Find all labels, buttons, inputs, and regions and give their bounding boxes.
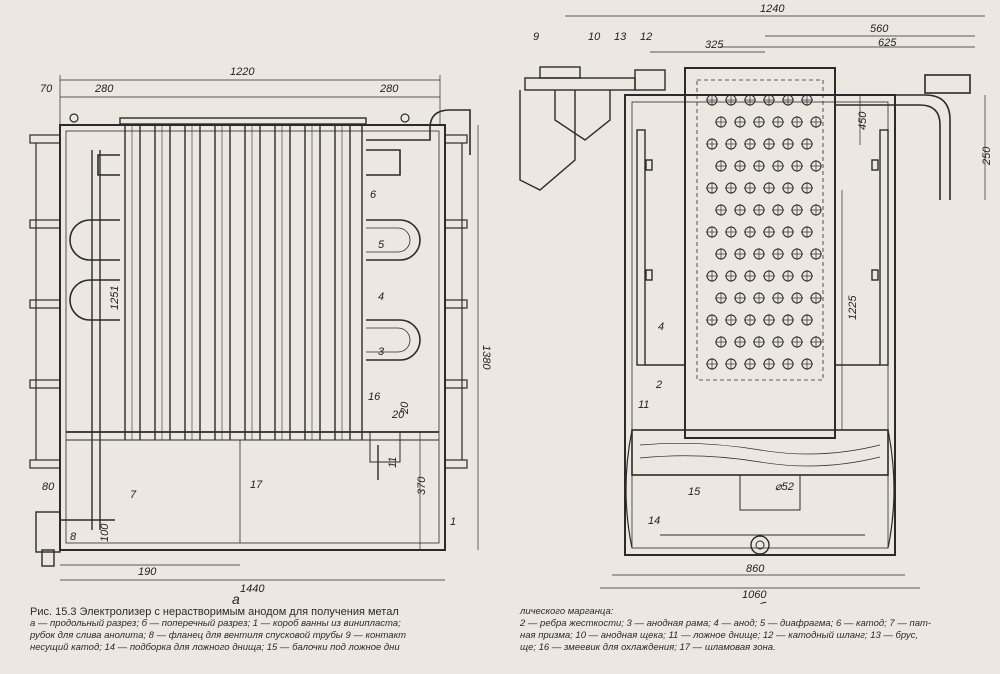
right-external-ribs	[444, 134, 468, 469]
caption-right-line: ная призма; 10 — анодная щека; 11 — ложн…	[520, 630, 919, 641]
left-dimension-lines	[59, 75, 479, 581]
dim-190: 190	[138, 566, 157, 578]
cross-section: 1240 560 625 325 450 250 1225 860 1060 ⌀…	[519, 3, 993, 604]
label-11: 11	[387, 457, 399, 468]
label-9: 9	[533, 31, 539, 43]
longitudinal-section: 1220 70 280 280 1440 190 1380 370 80 100…	[29, 66, 492, 604]
left-external-ribs	[29, 134, 61, 469]
dim-1225: 1225	[847, 295, 859, 320]
label-3: 3	[378, 346, 385, 358]
caption-left: Рис. 15.3 Электролизер с нерастворимым а…	[30, 606, 500, 654]
drain-pipe	[35, 150, 115, 567]
dim-80: 80	[42, 481, 55, 493]
label-14: 14	[648, 515, 660, 527]
label-11-right: 11	[638, 399, 649, 411]
dim-1251: 1251	[109, 286, 121, 310]
label-8: 8	[70, 531, 77, 543]
view-letter-a: а	[232, 591, 240, 604]
dim-1440: 1440	[240, 583, 265, 595]
dim-450: 450	[857, 111, 869, 130]
dim-1240: 1240	[760, 3, 785, 15]
dim-20-b: 20	[399, 401, 411, 415]
label-2: 2	[655, 379, 662, 391]
label-12: 12	[640, 31, 652, 43]
dim-370: 370	[416, 476, 428, 495]
dim-1220: 1220	[230, 66, 255, 78]
label-5: 5	[378, 239, 385, 251]
dim-560: 560	[870, 23, 889, 35]
anode-frame	[684, 67, 836, 439]
electrode-pack	[119, 117, 367, 441]
electrolyzer-drawing: 1220 70 280 280 1440 190 1380 370 80 100…	[29, 3, 993, 604]
dim-325: 325	[705, 39, 724, 51]
label-15: 15	[688, 486, 701, 498]
right-dimension-lines	[565, 15, 986, 589]
dim-20-a: 20	[391, 409, 405, 421]
false-bottom	[66, 431, 439, 543]
dim-70: 70	[40, 83, 53, 95]
anode-perforations	[706, 94, 822, 370]
bus-bar-assembly	[519, 66, 666, 191]
caption-right-line: ще; 16 — змеевик для охлаждения; 17 — шл…	[520, 642, 776, 653]
caption-left-line: рубок для слива анолита; 8 — фланец для …	[30, 630, 407, 641]
dim-280-right: 280	[379, 83, 399, 95]
stiffener-ribs	[636, 129, 889, 366]
caption-title: Рис. 15.3 Электролизер с нерастворимым а…	[30, 606, 399, 618]
caption-right-line: лического марганца:	[520, 606, 614, 617]
dim-860: 860	[746, 563, 765, 575]
dim-250: 250	[981, 146, 993, 166]
dim-1060: 1060	[742, 589, 767, 601]
top-bolts	[69, 113, 410, 123]
dim-100: 100	[99, 523, 111, 542]
label-4: 4	[378, 291, 384, 303]
label-10: 10	[588, 31, 601, 43]
label-4-right: 4	[658, 321, 664, 333]
label-17: 17	[250, 479, 263, 491]
view-letter-b: б	[758, 599, 767, 604]
dim-280-left: 280	[94, 83, 114, 95]
dim-1380: 1380	[480, 345, 492, 370]
label-1: 1	[450, 516, 456, 528]
caption-right-line: 2 — ребра жесткости; 3 — анодная рама; 4…	[520, 618, 932, 629]
caption-left-line: а — продольный разрез; б — поперечный ра…	[30, 618, 401, 629]
cathode-hose	[835, 74, 971, 200]
label-16: 16	[368, 391, 381, 403]
caption-left-line: несущий катод; 14 — подборка для ложного…	[30, 642, 400, 653]
false-bottom-timber	[625, 429, 895, 555]
label-7: 7	[130, 489, 137, 501]
dim-625: 625	[878, 37, 897, 49]
label-6: 6	[370, 189, 377, 201]
caption-right: лического марганца: 2 — ребра жесткости;…	[520, 606, 990, 654]
dim-diameter-52: ⌀52	[775, 481, 794, 493]
label-13: 13	[614, 31, 627, 43]
cooling-coil	[69, 109, 471, 361]
